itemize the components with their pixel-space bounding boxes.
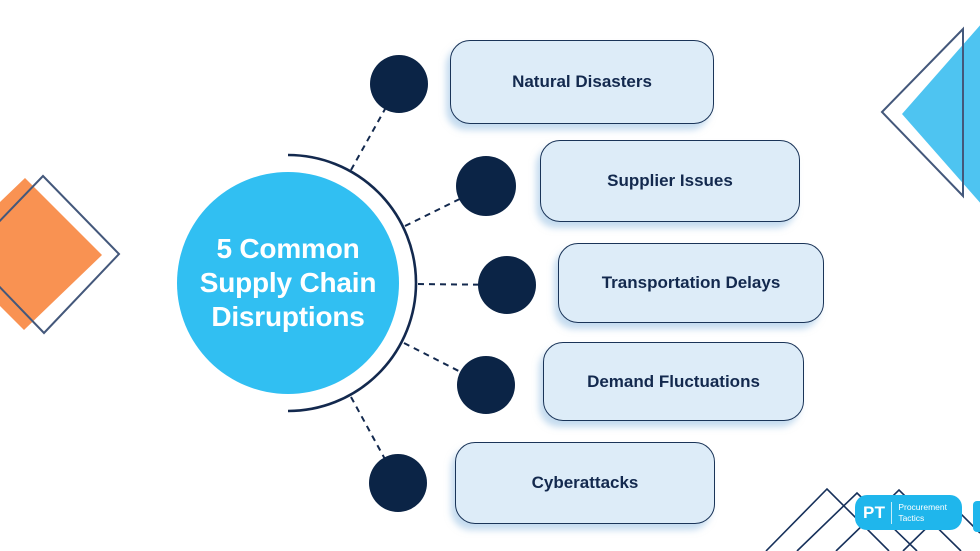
node-dot-2 xyxy=(456,156,516,216)
node-dot-3 xyxy=(478,256,536,314)
item-box-demand-fluctuations: Demand Fluctuations xyxy=(543,342,804,421)
item-box-natural-disasters: Natural Disasters xyxy=(450,40,714,124)
node-dot-5 xyxy=(369,454,427,512)
node-dot-1 xyxy=(370,55,428,113)
item-box-cyberattacks: Cyberattacks xyxy=(455,442,715,524)
title-line-2: Supply Chain xyxy=(199,266,377,298)
hub-circle: 5 Common Supply Chain Disruptions xyxy=(177,172,399,394)
node-dot-4 xyxy=(457,356,515,414)
title-line-1: 5 Common xyxy=(216,232,360,264)
procurement-tactics-logo: PT Procurement Tactics xyxy=(855,495,962,530)
zigzag-lines-icon xyxy=(765,487,980,551)
logo-edge-chip xyxy=(973,501,980,532)
logo-divider xyxy=(891,501,893,524)
blue-triangle xyxy=(902,25,980,203)
item-box-supplier-issues: Supplier Issues xyxy=(540,140,800,222)
logo-abbr: PT xyxy=(863,502,886,522)
hub-arc xyxy=(287,153,418,413)
orange-diamond xyxy=(0,178,102,330)
title-line-3: Disruptions xyxy=(211,301,365,333)
diamond-outline xyxy=(0,174,121,335)
item-box-transportation-delays: Transportation Delays xyxy=(558,243,824,323)
connector-line-2 xyxy=(404,185,487,227)
connector-line-4 xyxy=(403,342,487,386)
connector-line-3 xyxy=(417,283,508,286)
logo-name-top: Procurement xyxy=(898,501,947,512)
diagram-title: 5 Common Supply Chain Disruptions xyxy=(200,232,377,334)
logo-name-bottom: Tactics xyxy=(898,512,925,523)
triangle-outline xyxy=(880,26,964,199)
logo-name: Procurement Tactics xyxy=(898,502,947,523)
